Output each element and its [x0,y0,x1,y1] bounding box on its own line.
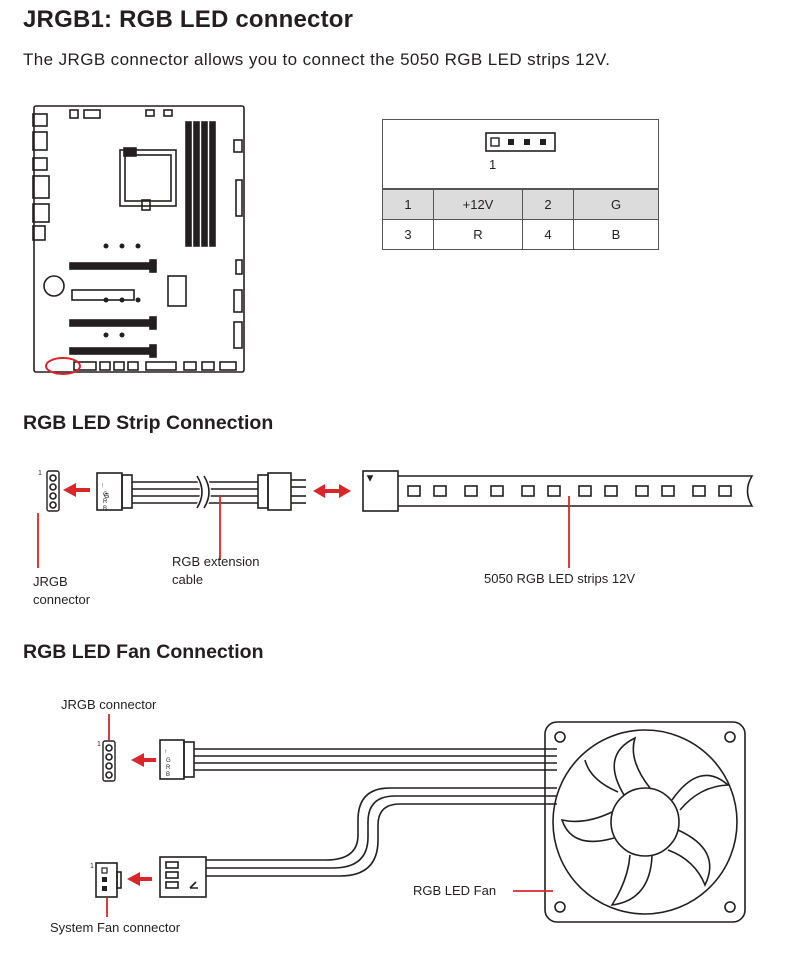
pin-header-box: 1 [382,119,659,189]
svg-text:↑: ↑ [164,748,167,755]
jrgb-label-line1: JRGB [33,574,68,589]
svg-text:G: G [103,492,108,498]
page-title: JRGB1: RGB LED connector [23,6,354,33]
pin1-label: 1 [38,470,42,477]
pin1-label: 1 [97,741,101,748]
extension-cable [132,474,258,510]
strip-section-heading: RGB LED Strip Connection [23,412,274,434]
jrgb-header-icon [485,132,556,152]
pin-signal: G [573,189,659,220]
svg-text:R: R [166,765,171,771]
svg-text:G: G [166,758,171,764]
svg-text:R: R [103,499,108,505]
table-row: 3 R 4 B [382,219,659,250]
jrgb-label-line2: connector [33,592,91,607]
rgb-fan-icon [544,721,746,923]
pin1-label: 1 [90,863,94,870]
pin-number: 1 [382,189,434,220]
pin-number: 4 [522,219,574,250]
fan-cable [206,787,557,877]
male-plug-icon [257,472,306,511]
arrow-left-icon [131,753,156,767]
pin1-label: 1 [489,157,497,172]
cable-label-line1: RGB extension [172,554,260,569]
motherboard-diagram [32,105,245,375]
pin-number: 3 [382,219,434,250]
svg-text:B: B [103,506,107,512]
pin-signal: B [573,219,659,250]
pin-number: 2 [522,189,574,220]
led-strip [362,470,754,512]
jrgb-connector-label: JRGB connector [33,573,90,609]
female-plug-icon: G [96,472,133,511]
jrgb-header-icon [102,740,116,782]
arrow-left-icon [127,872,152,886]
double-arrow-icon [313,484,351,498]
arrow-left-icon [63,483,90,497]
page-subtitle: The JRGB connector allows you to connect… [23,50,611,69]
rgb-cable [194,748,557,771]
jrgb-header-icon: 1 [38,470,60,512]
rgb-led-fan-label: RGB LED Fan [413,883,497,898]
jrgb-highlight-circle [45,357,81,375]
svg-text:G: G [104,493,109,500]
extension-cable-label: RGB extension cable [172,553,259,589]
led-strip-label: 5050 RGB LED strips 12V [484,571,636,586]
svg-text:↑: ↑ [101,482,104,489]
table-row: 1 +12V 2 G [382,189,659,220]
svg-text:B: B [166,772,170,778]
fan-jrgb-connector-label: JRGB connector [61,697,157,712]
pin-table: 1 +12V 2 G 3 R 4 B [382,189,659,250]
fan-plug-icon [159,856,207,898]
fan-connection-diagram: 1 ↑ G R B 1 [90,714,746,923]
strip-connection-diagram: 1 G ↑ G R B [37,470,754,568]
cable-label-line2: cable [172,572,204,587]
system-fan-connector-label: System Fan connector [50,920,181,935]
system-fan-header-icon [95,862,122,898]
female-plug-icon [159,739,195,780]
pin-signal: R [433,219,523,250]
fan-section-heading: RGB LED Fan Connection [23,641,264,663]
pin-signal: +12V [433,189,523,220]
